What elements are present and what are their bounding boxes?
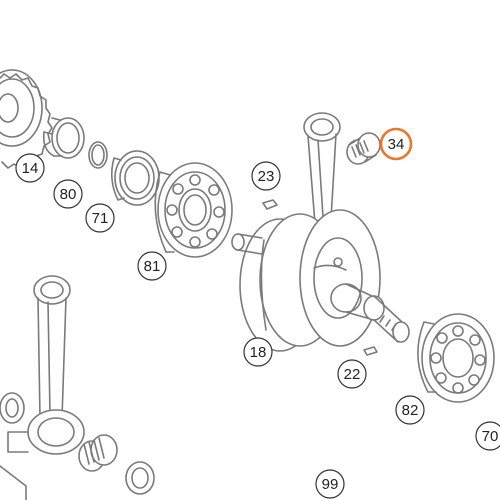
needle-bearing-34[interactable] [346,132,381,165]
callout-81[interactable]: 81 [137,251,167,281]
callout-label-22: 22 [344,366,361,383]
ball-bearing-82[interactable] [417,313,495,403]
callout-82[interactable]: 82 [395,395,425,425]
callout-80[interactable]: 80 [53,179,83,209]
crank-pin[interactable] [0,465,27,500]
ball-bearing-81[interactable] [154,162,233,258]
callout-label-82: 82 [402,402,419,419]
callout-18[interactable]: 18 [243,337,273,367]
callout-label-18: 18 [250,344,267,361]
callout-label-71: 71 [92,210,109,227]
callout-label-70: 70 [482,428,499,445]
shaft-seal[interactable] [110,150,160,206]
woodruff-key-22[interactable] [363,346,378,356]
callout-22[interactable]: 22 [337,359,367,389]
woodruff-key-23[interactable] [262,199,278,210]
thrust-washer-left-inner [5,398,19,418]
o-ring[interactable] [88,141,108,169]
gear-icon[interactable] [0,69,53,169]
callout-label-80: 80 [60,186,77,203]
callout-label-99: 99 [322,476,339,493]
crankshaft[interactable] [231,209,410,352]
thrust-washer-left[interactable] [0,392,25,424]
callout-70[interactable]: 70 [475,421,500,451]
callout-71[interactable]: 71 [85,203,115,233]
callout-label-81: 81 [144,258,161,275]
callout-label-14: 14 [22,160,39,177]
callout-99[interactable]: 99 [315,469,345,499]
callout-14[interactable]: 14 [15,153,45,183]
callout-label-34: 34 [388,136,405,153]
o-ring-inner [91,144,105,166]
needle-bearing-lower[interactable] [78,434,118,472]
thrust-washer-lower[interactable] [125,461,155,495]
bushing-ring[interactable] [42,117,85,159]
connecting-rod-alt[interactable] [7,275,85,455]
callout-23[interactable]: 23 [251,161,281,191]
callout-label-23: 23 [258,168,275,185]
thrust-washer-lower-inner [131,467,149,489]
callout-34[interactable]: 34 [379,127,413,161]
